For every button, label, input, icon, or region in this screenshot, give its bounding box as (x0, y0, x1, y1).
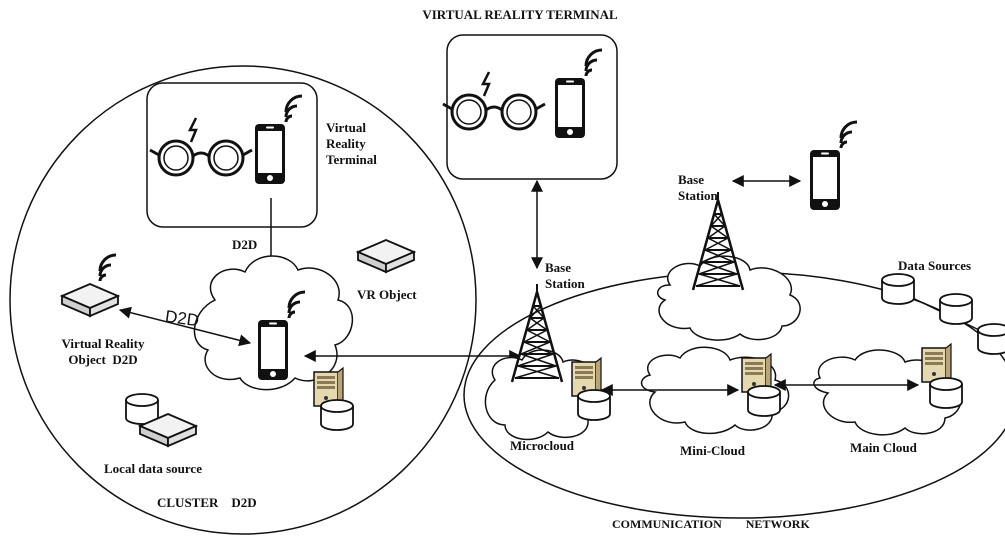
vr-terminal-top-label: VIRTUAL REALITY TERMINAL (422, 7, 618, 22)
server-icon (921, 343, 952, 383)
cluster-d2d-label: CLUSTER D2D (157, 495, 257, 510)
database-icon (977, 323, 1005, 355)
vr-object-d2d-label: Virtual Reality Object D2D (61, 336, 145, 367)
database-icon (747, 385, 781, 417)
d2d-link-diagonal (118, 306, 252, 347)
cloud-icon (656, 255, 801, 341)
mini-cloud-label: Mini-Cloud (680, 443, 746, 458)
microcloud-label: Microcloud (510, 438, 575, 453)
router-box-icon (61, 283, 119, 317)
database-icon (929, 377, 963, 409)
main-cloud-label: Main Cloud (850, 440, 917, 455)
d2d-diagonal-label: D2D (163, 306, 201, 331)
base-station-label-left: Base Station (545, 260, 585, 291)
wifi-icon (98, 253, 117, 282)
smartphone-icon (808, 120, 859, 212)
local-data-source-label: Local data source (104, 461, 202, 476)
router-box-icon (357, 239, 415, 273)
d2d-vertical-label: D2D (232, 237, 258, 252)
database-icon (939, 293, 973, 325)
base-station-label-right: Base Station (678, 172, 718, 203)
vr-object-label: VR Object (357, 287, 417, 302)
database-icon (881, 273, 915, 305)
vr-terminal-left-label: Virtual Reality Terminal (326, 120, 377, 167)
database-icon (320, 399, 354, 431)
cluster-d2d-boundary (9, 65, 477, 535)
database-icon (577, 389, 611, 421)
data-sources-label: Data Sources (898, 258, 972, 273)
communication-network-label: COMMUNICATION NETWORK (612, 517, 810, 531)
